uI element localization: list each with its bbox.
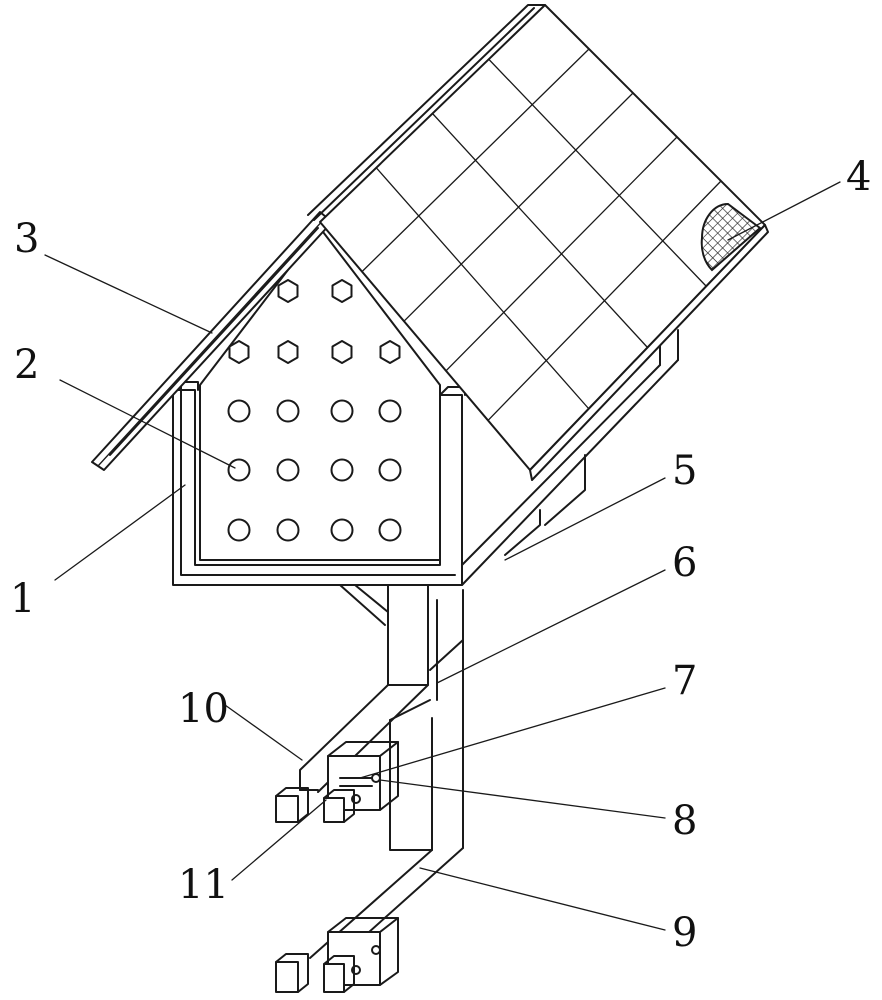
support-brackets [275,584,464,993]
vent-hole [379,340,401,364]
label-7: 7 [672,658,697,704]
label-9: 9 [672,910,697,956]
vent-hole [227,518,251,542]
label-1: 1 [10,576,35,622]
leader-4 [727,181,841,241]
leader-6 [436,569,666,684]
vent-hole [227,458,251,482]
lower-foot-left [275,961,299,993]
vent-hole [330,518,354,542]
leader-1 [54,484,186,581]
panel-grid-line [431,112,649,349]
upper-bolt-right [371,773,381,783]
leader-3 [44,254,213,334]
label-8: 8 [672,798,697,844]
vent-hole [331,279,353,303]
label-3: 3 [14,216,39,262]
label-4: 4 [846,154,871,200]
vent-hole [378,458,402,482]
vent-hole [277,279,299,303]
vent-hole [330,458,354,482]
upper-arm [299,684,389,791]
part-labels: 1 2 3 4 5 6 7 8 9 10 11 [10,154,871,956]
vent-hole [276,458,300,482]
vent-hole [331,340,353,364]
upper-foot-right [323,797,345,823]
vent-holes [227,279,402,542]
leader-11 [231,799,327,881]
vent-hole [276,399,300,423]
leader-9 [419,867,666,931]
panel-grid-line [488,58,707,287]
vent-hole [378,399,402,423]
mesh-sensor [700,202,762,272]
leader-5 [504,477,666,561]
vent-hole [378,518,402,542]
leader-7 [359,687,666,779]
leader-10 [224,704,303,761]
label-11: 11 [178,862,229,908]
leader-lines [44,181,841,931]
leader-2 [59,379,236,469]
lower-foot-right [323,963,345,993]
label-5: 5 [672,448,697,494]
vent-hole [277,340,299,364]
label-10: 10 [178,686,229,732]
vent-hole [330,399,354,423]
panel-grid-line [375,167,590,410]
solar-panel [307,4,769,481]
box-bracket [339,584,389,626]
vent-hole [227,399,251,423]
vent-hole [276,518,300,542]
upper-foot-left [275,795,299,823]
leader-8 [379,779,666,819]
label-6: 6 [672,540,697,586]
label-2: 2 [14,342,39,388]
vent-hole [228,340,250,364]
vertical-pole [387,584,429,686]
